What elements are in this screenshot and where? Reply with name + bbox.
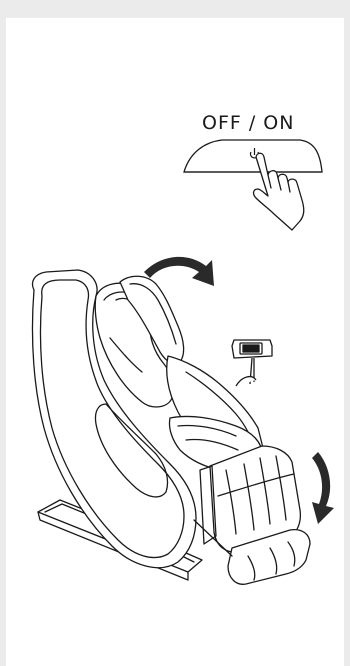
power-panel (184, 140, 322, 172)
curved-arrow-down-icon (312, 452, 334, 524)
massage-chair (32, 270, 310, 584)
curved-arrow-icon (144, 257, 214, 286)
remote-control-icon (232, 340, 272, 386)
